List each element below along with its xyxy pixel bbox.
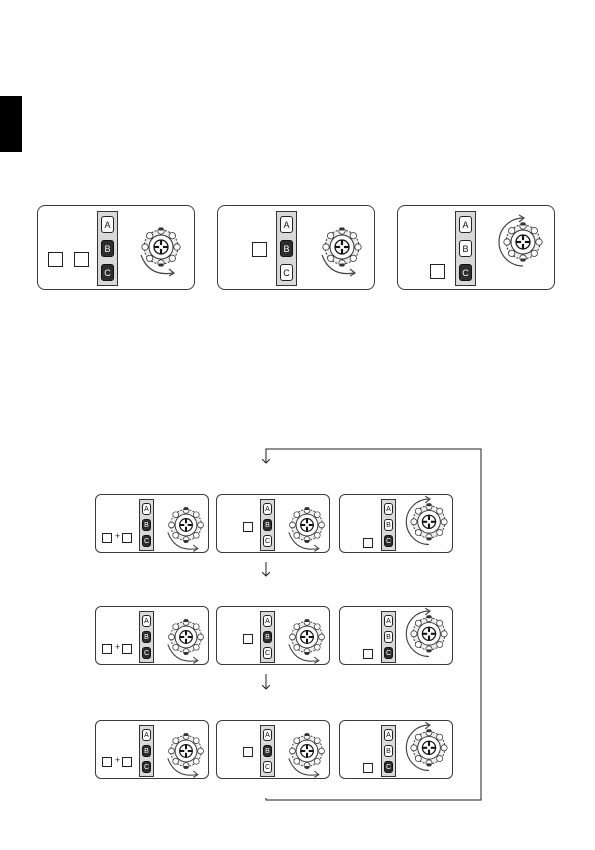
key-b: B xyxy=(142,519,151,531)
button-square-2 xyxy=(122,533,132,543)
key-a: A xyxy=(263,615,272,627)
key-b: B xyxy=(263,745,272,757)
key-strip: A B C xyxy=(260,499,275,551)
button-square-2 xyxy=(122,644,132,654)
plus-sign: + xyxy=(115,532,120,541)
control-dial-icon xyxy=(287,617,327,667)
key-a: A xyxy=(142,503,151,515)
key-a: A xyxy=(263,729,272,741)
button-square xyxy=(243,634,253,644)
key-a: A xyxy=(384,729,393,741)
control-dial-icon xyxy=(406,613,452,665)
button-square xyxy=(363,538,373,548)
panel-row2-3: A B C xyxy=(339,606,453,665)
control-dial-icon xyxy=(287,731,327,781)
panel-row3-1: + A B C xyxy=(95,720,209,779)
key-a: A xyxy=(263,503,272,515)
panel-row1-2: A B C xyxy=(216,494,330,553)
control-dial-icon xyxy=(166,617,206,667)
button-square-2 xyxy=(122,757,132,767)
plus-sign: + xyxy=(115,756,120,765)
key-b: B xyxy=(384,519,393,531)
key-strip: A B C xyxy=(260,611,275,663)
key-b: B xyxy=(142,631,151,643)
key-a: A xyxy=(142,615,151,627)
key-b: B xyxy=(263,519,272,531)
button-square-1 xyxy=(102,644,112,654)
button-square xyxy=(243,522,253,532)
button-square xyxy=(363,649,373,659)
key-a: A xyxy=(142,729,151,741)
key-c: C xyxy=(384,535,393,547)
key-c: C xyxy=(142,761,151,773)
button-square xyxy=(363,763,373,773)
control-dial-icon xyxy=(287,505,327,555)
control-dial-icon xyxy=(406,727,452,779)
key-c: C xyxy=(142,647,151,659)
control-dial-icon xyxy=(166,505,206,555)
panel-row2-1: + A B C xyxy=(95,606,209,665)
key-c: C xyxy=(384,647,393,659)
control-dial-icon xyxy=(406,501,452,553)
key-strip: A B C xyxy=(139,611,154,663)
key-strip: A B C xyxy=(381,725,396,777)
key-a: A xyxy=(384,503,393,515)
key-c: C xyxy=(142,535,151,547)
key-strip: A B C xyxy=(139,499,154,551)
key-b: B xyxy=(384,631,393,643)
plus-sign: + xyxy=(115,643,120,652)
button-square-1 xyxy=(102,757,112,767)
panel-row1-3: A B C xyxy=(339,494,453,553)
key-strip: A B C xyxy=(139,725,154,777)
key-strip: A B C xyxy=(381,611,396,663)
panel-row3-3: A B C xyxy=(339,720,453,779)
key-b: B xyxy=(142,745,151,757)
key-c: C xyxy=(263,761,272,773)
control-dial-icon xyxy=(166,731,206,781)
button-square xyxy=(243,747,253,757)
key-a: A xyxy=(384,615,393,627)
key-c: C xyxy=(263,647,272,659)
key-strip: A B C xyxy=(381,499,396,551)
key-b: B xyxy=(263,631,272,643)
button-square-1 xyxy=(102,533,112,543)
panel-row2-2: A B C xyxy=(216,606,330,665)
panel-row1-1: + A B C xyxy=(95,494,209,553)
key-c: C xyxy=(384,761,393,773)
key-c: C xyxy=(263,535,272,547)
key-strip: A B C xyxy=(260,725,275,777)
panel-row3-2: A B C xyxy=(216,720,330,779)
key-b: B xyxy=(384,745,393,757)
